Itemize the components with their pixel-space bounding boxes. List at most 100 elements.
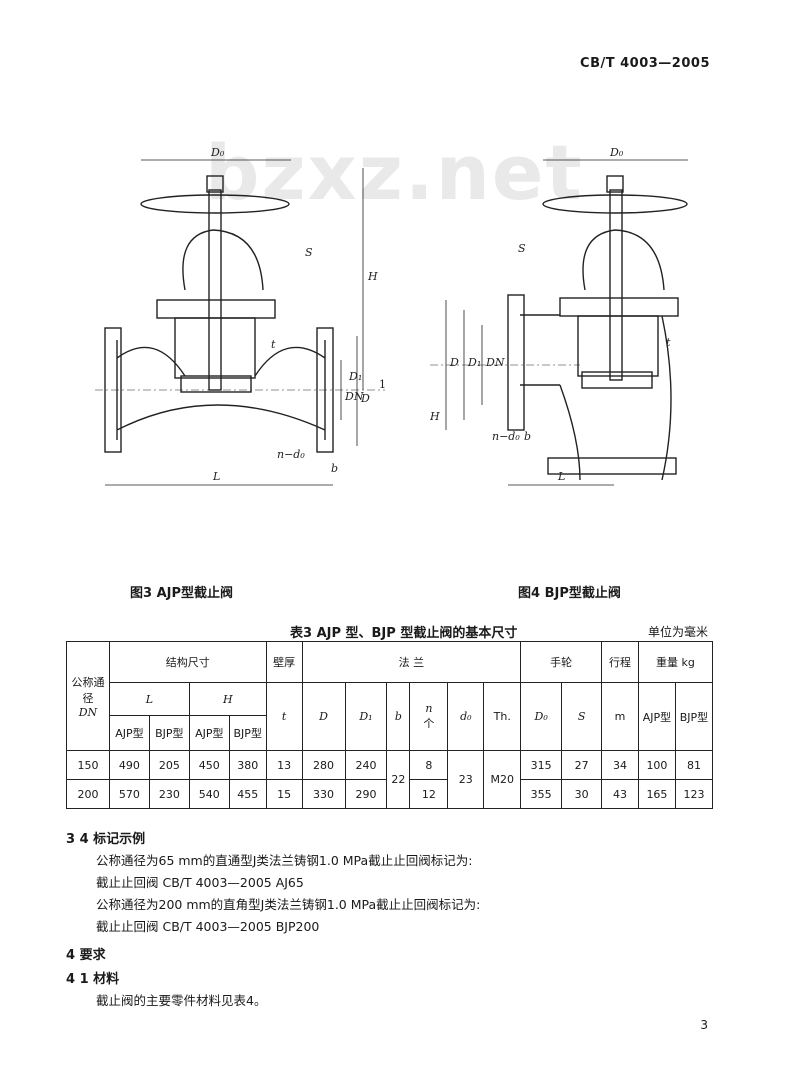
header-s: S — [561, 682, 603, 751]
header-d: D — [301, 682, 346, 751]
label-d0: D₀ — [210, 146, 225, 159]
watermark: bzxz.net — [205, 128, 584, 217]
header-handwheel: 手轮 — [520, 641, 603, 683]
cell-l-ajp: 490 — [108, 750, 150, 780]
cell-w-bjp: 123 — [674, 779, 714, 809]
bonnet-flange — [559, 297, 679, 317]
label-dn: DN — [485, 356, 505, 369]
header-d1: D₁ — [344, 682, 388, 751]
cell-h-bjp: 455 — [228, 779, 267, 809]
cell-n: 12 — [409, 779, 449, 809]
figure-3-drawing: D₀ S H t DN D₁ D n−d₀ b L 1 — [95, 140, 395, 500]
label-s: S — [518, 242, 526, 255]
cell-d: 280 — [301, 750, 346, 780]
section-3-4-line-4: 截止止回阀 CB/T 4003—2005 BJP200 — [96, 919, 320, 934]
label-b: b — [331, 462, 338, 475]
header-l-bjp: BJP型 — [148, 715, 190, 751]
header-h: H — [188, 682, 267, 716]
section-3-4-line-1: 公称通径为65 mm的直通型J类法兰铸钢1.0 MPa截止止回阀标记为: — [96, 853, 473, 868]
label-d0: D₀ — [609, 146, 624, 159]
header-d0-wheel: D₀ — [520, 682, 563, 751]
stem-nut — [206, 175, 224, 193]
header-weight-bjp: BJP型 — [674, 682, 714, 751]
cell-s: 27 — [561, 750, 603, 780]
header-t: t — [265, 682, 303, 751]
header-h-ajp: AJP型 — [188, 715, 230, 751]
bottom-flange — [547, 457, 677, 475]
figure-4-drawing: D₀ S D D₁ DN H n−d₀ b L t — [430, 140, 700, 500]
cell-b: 22 — [386, 750, 411, 809]
handwheel — [140, 194, 290, 214]
label-n-d0: n−d₀ — [277, 448, 305, 461]
section-4-1-line-1: 截止阀的主要零件材料见表4。 — [96, 993, 267, 1008]
cell-dn: 150 — [66, 750, 110, 780]
header-wall: 壁厚 — [265, 641, 303, 683]
cell-l-bjp: 205 — [148, 750, 190, 780]
cell-stroke: 34 — [601, 750, 639, 780]
valve-stem — [609, 189, 623, 381]
cell-n: 8 — [409, 750, 449, 780]
header-weight-ajp: AJP型 — [637, 682, 676, 751]
bonnet-flange — [156, 299, 276, 319]
header-structure: 结构尺寸 — [108, 641, 267, 683]
cell-h-ajp: 450 — [188, 750, 230, 780]
section-4-1-heading: 4 1 材料 — [66, 972, 120, 987]
section-3-4-line-3: 公称通径为200 mm的直角型J类法兰铸钢1.0 MPa截止止回阀标记为: — [96, 897, 481, 912]
left-flange — [104, 327, 122, 453]
valve-body — [520, 314, 672, 481]
label-t: t — [271, 338, 276, 351]
cell-t: 13 — [265, 750, 303, 780]
label-n-d0: n−d₀ — [492, 430, 520, 443]
section-3-4-line-2: 截止止回阀 CB/T 4003—2005 AJ65 — [96, 875, 304, 890]
header-flange: 法 兰 — [301, 641, 522, 683]
section-3-4-heading: 3 4 标记示例 — [66, 832, 146, 847]
cell-w-ajp: 100 — [637, 750, 676, 780]
label-l: L — [557, 470, 565, 483]
header-weight: 重量 kg — [637, 641, 714, 683]
page-number: 3 — [700, 1018, 708, 1032]
bonnet — [174, 317, 256, 379]
valve-stem — [208, 189, 222, 391]
label-h: H — [367, 270, 378, 283]
header-stroke-unit: m — [601, 682, 639, 751]
cell-dn: 200 — [66, 779, 110, 809]
header-b: b — [386, 682, 411, 751]
header-l: L — [108, 682, 190, 716]
section-4-heading: 4 要求 — [66, 948, 106, 963]
stem-nut — [606, 175, 624, 193]
cell-d1: 290 — [344, 779, 388, 809]
header-stroke: 行程 — [601, 641, 639, 683]
label-t: t — [666, 336, 671, 349]
table-title: 表3 AJP 型、BJP 型截止阀的基本尺寸 — [290, 626, 518, 641]
cell-s: 30 — [561, 779, 603, 809]
header-d0: d₀ — [447, 682, 485, 751]
table-unit: 单位为毫米 — [647, 625, 708, 639]
cell-w-bjp: 81 — [674, 750, 714, 780]
standard-number: CB/T 4003—2005 — [580, 56, 710, 71]
yoke — [582, 229, 665, 291]
table-row: 150 490 205 450 380 13 280 240 22 8 23 M… — [66, 750, 714, 809]
cell-stroke: 43 — [601, 779, 639, 809]
label-dn: DN — [344, 390, 364, 403]
cell-d: 330 — [301, 779, 346, 809]
yoke — [182, 229, 264, 291]
valve-disc — [581, 371, 653, 389]
cell-dw: 355 — [520, 779, 563, 809]
cell-dw: 315 — [520, 750, 563, 780]
cell-d1: 240 — [344, 750, 388, 780]
header-h-bjp: BJP型 — [228, 715, 267, 751]
label-d1: D₁ — [348, 370, 362, 383]
figure-3-caption: 图3 AJP型截止阀 — [130, 586, 233, 601]
label-s: S — [305, 246, 313, 259]
cell-t: 15 — [265, 779, 303, 809]
cell-l-ajp: 570 — [108, 779, 150, 809]
table-row: 200 570 230 540 455 15 330 290 12 355 30… — [66, 779, 714, 809]
label-d1: D₁ — [467, 356, 481, 369]
header-l-ajp: AJP型 — [108, 715, 150, 751]
cell-d0: 23 — [447, 750, 485, 809]
cell-h-bjp: 380 — [228, 750, 267, 780]
figure-4-caption: 图4 BJP型截止阀 — [518, 586, 621, 601]
